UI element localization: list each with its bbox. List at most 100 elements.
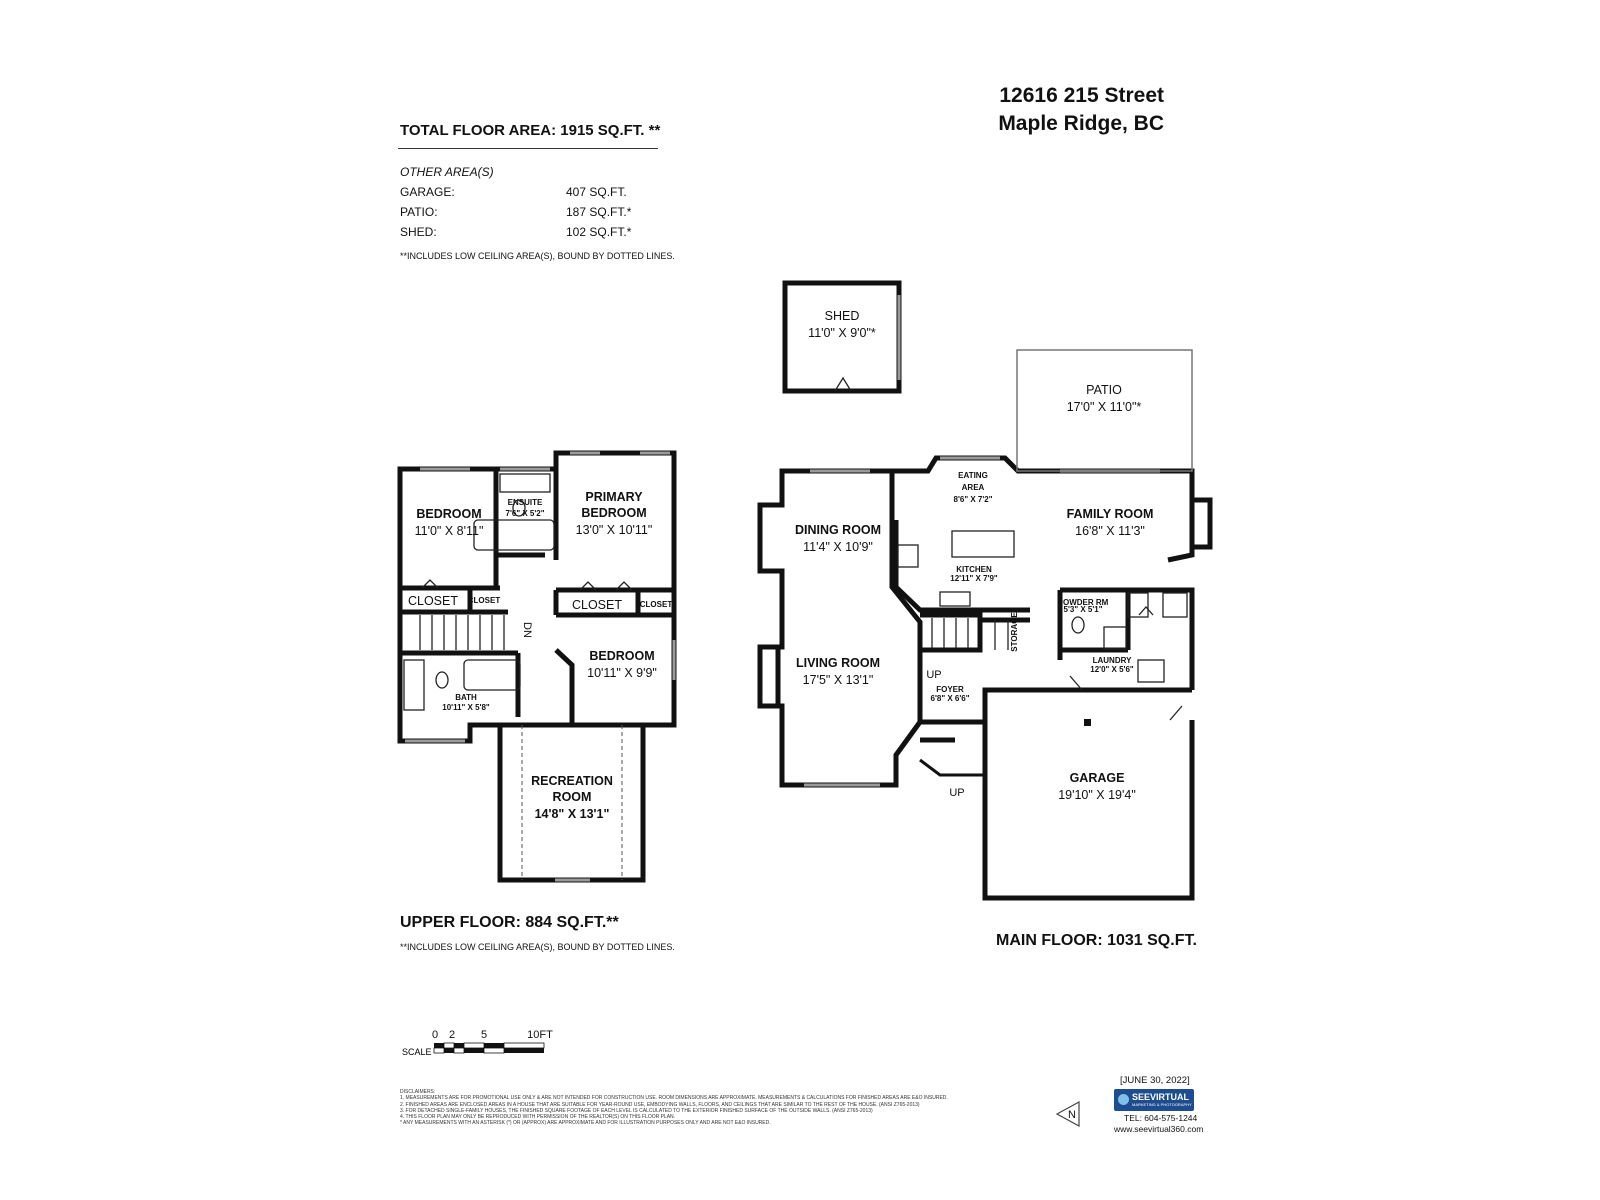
- room-name-bedroom1: BEDROOM: [416, 507, 481, 521]
- other-area-value: 187 SQ.FT.*: [566, 205, 632, 219]
- other-area-row-garage: GARAGE: 407 SQ.FT.: [400, 185, 660, 203]
- divider: [398, 148, 658, 149]
- low-ceiling-note: **INCLUDES LOW CEILING AREA(S), BOUND BY…: [400, 251, 675, 261]
- disclaimer-line: 1. MEASUREMENTS ARE FOR PROMOTIONAL USE …: [400, 1095, 948, 1102]
- room-dims-ensuite: 7'6" X 5'2": [506, 509, 545, 518]
- logo-subtitle: MARKETING & PHOTOGRAPHY: [1132, 1102, 1192, 1107]
- room-name-eating-1: EATING: [958, 471, 988, 480]
- bathtub: [463, 659, 521, 691]
- main-floor-outline: [757, 468, 923, 788]
- storage-label: STORAGE: [1010, 612, 1019, 652]
- disclaimer-line: DISCLAIMERS:: [400, 1089, 436, 1095]
- toilet: [1071, 616, 1085, 634]
- phone-number: TEL: 604-575-1244: [1124, 1113, 1198, 1123]
- wall: [892, 455, 1195, 563]
- logo-icon: [1118, 1094, 1129, 1105]
- room-dims-recreation: 14'8" X 13'1": [535, 807, 610, 821]
- laundry-tub: [1137, 659, 1165, 683]
- room-name-garage: GARAGE: [1070, 771, 1125, 785]
- room-dims-garage: 19'10" X 19'4": [1058, 788, 1136, 802]
- scale-tick-0: 0: [432, 1029, 438, 1041]
- other-area-row-patio: PATIO: 187 SQ.FT.*: [400, 205, 660, 223]
- disclaimer-line: 2. FINISHED AREAS ARE ENCLOSED AREAS IN …: [400, 1101, 920, 1108]
- room-dims-bedroom1: 11'0" X 8'11": [415, 524, 484, 538]
- stair-up-label: UP: [949, 787, 964, 799]
- wall: [1060, 587, 1195, 690]
- room-name-patio: PATIO: [1086, 383, 1122, 397]
- room-name-living: LIVING ROOM: [796, 656, 880, 670]
- address-line-2: Maple Ridge, BC: [998, 112, 1164, 135]
- patio-outline: [1016, 349, 1193, 472]
- disclaimer-line: * ANY MEASUREMENTS WITH AN ASTERISK (*) …: [400, 1120, 771, 1127]
- room-dims-primary: 13'0" X 10'11": [576, 523, 653, 537]
- closet-label: CLOSET: [572, 598, 622, 612]
- other-area-value: 407 SQ.FT.: [566, 185, 627, 199]
- upper-floor-label: UPPER FLOOR: 884 SQ.FT.**: [400, 914, 619, 931]
- room-dims-family: 16'8" X 11'3": [1075, 524, 1145, 538]
- website-link[interactable]: www.seevirtual360.com: [1114, 1124, 1204, 1134]
- room-name-primary-1: PRIMARY: [585, 490, 643, 504]
- closet-label-small: CLOSET: [468, 596, 501, 605]
- room-dims-bath: 10'11" X 5'8": [442, 703, 490, 712]
- upper-floor-note: **INCLUDES LOW CEILING AREA(S), BOUND BY…: [400, 942, 675, 952]
- stair-main: [931, 618, 1009, 650]
- bathtub: [473, 519, 555, 551]
- compass-letter: N: [1068, 1109, 1076, 1121]
- room-dims-shed: 11'0" X 9'0"*: [808, 326, 876, 340]
- wall: [919, 758, 985, 777]
- wall: [893, 520, 1030, 613]
- room-name-powder: POWDER RM: [1058, 598, 1109, 607]
- room-name-laundry: LAUNDRY: [1093, 656, 1132, 665]
- plan-date: [JUNE 30, 2022]: [1120, 1075, 1190, 1086]
- sink: [939, 591, 971, 607]
- other-areas-title: OTHER AREA(S): [400, 165, 494, 179]
- room-dims-living: 17'5" X 13'1": [803, 673, 874, 687]
- toilet: [512, 499, 526, 517]
- scale-bar: [433, 1042, 545, 1054]
- room-name-dining: DINING ROOM: [795, 523, 881, 537]
- garage-marker: [1084, 719, 1091, 726]
- dryer: [1162, 592, 1188, 618]
- room-dims-dining: 11'4" X 10'9": [803, 540, 873, 554]
- stair-upper: [419, 615, 505, 650]
- scale-tick-5: 5: [481, 1029, 487, 1041]
- closet-label: CLOSET: [408, 594, 458, 608]
- closet-label-small: CLOSET: [640, 600, 673, 609]
- room-name-bath: BATH: [455, 693, 477, 702]
- scale-label: SCALE: [402, 1047, 432, 1057]
- room-name-primary-2: BEDROOM: [581, 506, 646, 520]
- toilet: [435, 671, 449, 689]
- other-area-label: PATIO:: [400, 205, 438, 219]
- wall: [554, 648, 575, 725]
- room-name-family: FAMILY ROOM: [1067, 507, 1154, 521]
- disclaimers: DISCLAIMERS: 1. MEASUREMENTS ARE FOR PRO…: [400, 1089, 970, 1127]
- vanity: [1103, 626, 1127, 650]
- scale-tick-10: 10FT: [527, 1029, 553, 1041]
- main-floor-label: MAIN FLOOR: 1031 SQ.FT.: [996, 932, 1197, 949]
- other-area-value: 102 SQ.FT.*: [566, 225, 632, 239]
- disclaimer-line: 4. THIS FLOOR PLAN MAY ONLY BE REPRODUCE…: [400, 1114, 676, 1121]
- address-line-1: 12616 215 Street: [999, 84, 1164, 107]
- other-area-row-shed: SHED: 102 SQ.FT.*: [400, 225, 660, 243]
- room-name-foyer: FOYER: [936, 685, 964, 694]
- stove: [897, 544, 919, 568]
- wall: [920, 612, 983, 653]
- scale-tick-2: 2: [449, 1029, 455, 1041]
- other-area-label: SHED:: [400, 225, 437, 239]
- upper-floor-outline: [397, 450, 677, 883]
- room-name-recreation-2: ROOM: [553, 790, 592, 804]
- room-name-kitchen: KITCHEN: [956, 565, 992, 574]
- fireplace: [760, 644, 781, 709]
- kitchen-island: [951, 530, 1015, 558]
- room-dims-patio: 17'0" X 11'0"*: [1067, 400, 1142, 414]
- washer: [1127, 592, 1149, 618]
- vanity: [403, 659, 425, 711]
- compass: [1055, 1100, 1080, 1128]
- room-name-ensuite: ENSUITE: [508, 498, 543, 507]
- stair-dn-label: DN: [521, 622, 533, 638]
- room-name-eating-2: AREA: [962, 483, 985, 492]
- logo-name: SEEVIRTUAL: [1132, 1092, 1190, 1102]
- stair-up-label: UP: [926, 669, 941, 681]
- room-dims-eating: 8'6" X 7'2": [954, 495, 993, 504]
